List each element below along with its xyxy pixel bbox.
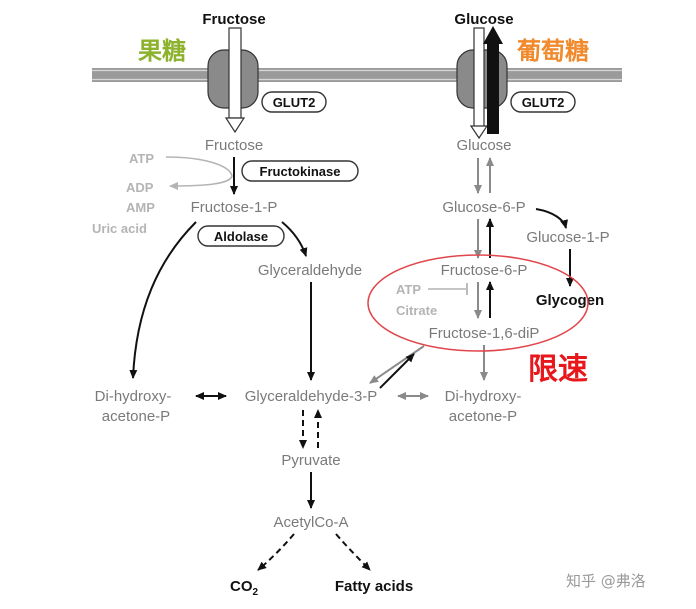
f1p-to-dhap-arrow: [129, 221, 197, 379]
fructose-node: Fructose: [205, 137, 263, 154]
glucose-cn-label: 葡萄糖: [516, 37, 589, 65]
uric-acid-label: Uric acid: [92, 221, 147, 236]
atp-left-label: ATP: [129, 151, 154, 166]
fructose-1-p-node: Fructose-1-P: [191, 199, 278, 216]
glucose-title: Glucose: [454, 11, 513, 28]
acetylcoa-to-fatty-acids-arrow: [335, 533, 371, 571]
fructokinase-badge: [241, 160, 359, 182]
fatty-acids-label: Fatty acids: [335, 578, 413, 595]
glyceraldehyde-3-p-node: Glyceraldehyde-3-P: [245, 388, 378, 405]
dhap-right-line2: acetone-P: [449, 408, 517, 425]
glut2-badge-left: [261, 91, 327, 113]
fructose-6-p-node: Fructose-6-P: [441, 262, 528, 279]
fructokinase-label: Fructokinase: [260, 164, 341, 179]
fructose-1-6-dip-node: Fructose-1,6-diP: [429, 325, 540, 342]
acetylcoa-node: AcetylCo-A: [273, 514, 348, 531]
glycogen-node: Glycogen: [536, 292, 604, 309]
glucose-6-p-node: Glucose-6-P: [442, 199, 525, 216]
atp-right-label: ATP: [396, 282, 421, 297]
fructose-title: Fructose: [202, 11, 265, 28]
f1p-to-glyceraldehyde-arrow: [281, 221, 308, 257]
watermark: 知乎 @弗洛: [566, 572, 646, 590]
dhap-right-line1: Di-hydroxy-: [445, 388, 522, 405]
aldolase-badge: [197, 225, 285, 247]
dhap-left-line1: Di-hydroxy-: [95, 388, 172, 405]
rate-limiting-ellipse: [367, 254, 589, 352]
g3p-to-f16dp-arrow: [379, 353, 415, 389]
glucose-node: Glucose: [456, 137, 511, 154]
glut2-transporter-left: [207, 27, 259, 134]
aldolase-label: Aldolase: [214, 229, 268, 244]
glyceraldehyde-node: Glyceraldehyde: [258, 262, 362, 279]
citrate-label: Citrate: [396, 303, 437, 318]
g6p-to-g1p-arrow: [535, 208, 568, 229]
dhap-left-line2: acetone-P: [102, 408, 170, 425]
pyruvate-node: Pyruvate: [281, 452, 340, 469]
f16dp-to-g3p-arrow: [369, 345, 425, 384]
fructose-cn-label: 果糖: [138, 37, 186, 65]
glut2-label-left: GLUT2: [273, 95, 316, 110]
atp-to-adp-arrow: [165, 156, 233, 190]
glut2-transporter-right: [456, 26, 508, 140]
cell-membrane: [92, 68, 622, 82]
adp-label: ADP: [126, 180, 154, 195]
glut2-badge-right: [510, 91, 576, 113]
amp-label: AMP: [126, 200, 155, 215]
co2-label: CO2: [230, 578, 259, 598]
rate-limiting-label: 限速: [528, 352, 588, 387]
glut2-label-right: GLUT2: [522, 95, 565, 110]
acetylcoa-to-co2-arrow: [257, 533, 295, 571]
glucose-1-p-node: Glucose-1-P: [526, 229, 609, 246]
